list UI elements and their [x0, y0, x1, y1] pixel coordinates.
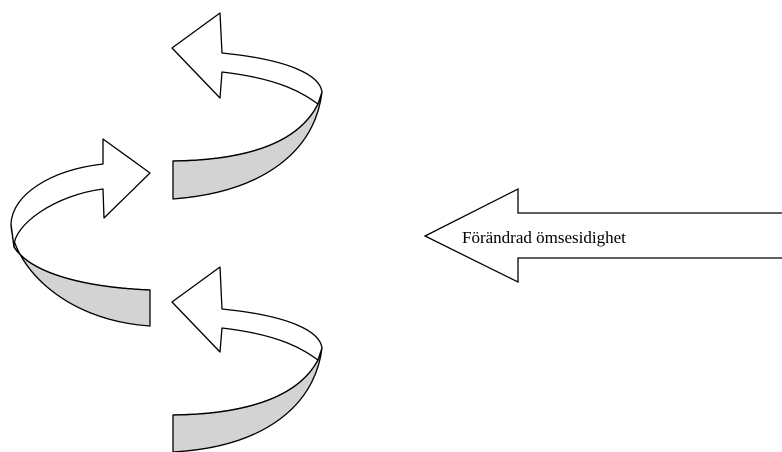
curved-arrow-bottom-back-face: [172, 347, 323, 452]
curved-arrow-top-back-face: [172, 91, 323, 200]
curved-arrow-middle: [10, 138, 151, 327]
curved-arrow-middle-back-face: [10, 223, 151, 327]
curved-arrow-middle-front-face: [10, 138, 151, 291]
block-arrow: Förändrad ömsesidighet: [423, 187, 782, 284]
curved-arrow-top-front-face: [171, 12, 323, 162]
curved-arrow-top: [171, 12, 323, 200]
curved-arrow-bottom: [171, 266, 323, 452]
block-arrow-label: Förändrad ömsesidighet: [462, 228, 626, 247]
block-arrow-shape: [423, 187, 782, 284]
curved-arrow-bottom-front-face: [171, 266, 323, 416]
